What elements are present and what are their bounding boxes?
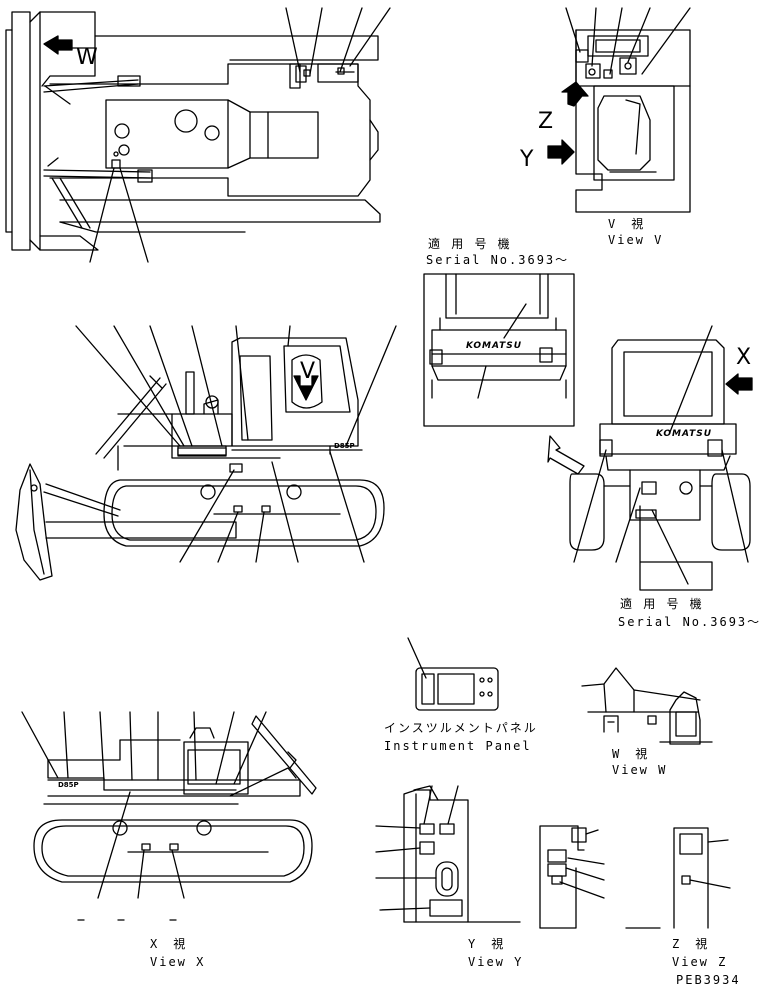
view-x-drawing: D85P X 視 View X [21, 711, 317, 969]
view-w-drawing: W 視 View W [581, 667, 713, 777]
view-v-seat: Z Y V 視 View V [519, 7, 691, 247]
arrow-label-w: W [76, 45, 98, 70]
view-y-label-jp: Y 視 [468, 936, 505, 951]
instrument-panel-label-jp: インスツルメントパネル [384, 721, 538, 735]
view-z-label-jp: Z 視 [672, 936, 709, 951]
rear-view-dozer: KOMATSU X [569, 325, 753, 591]
view-w-label-en: View W [612, 763, 667, 777]
arrow-v [293, 375, 319, 401]
side-view-dozer: V D85P [15, 325, 397, 581]
instrument-panel-drawing [407, 637, 499, 711]
serial-note-jp-2: 適 用 号 機 [620, 596, 704, 611]
view-y-label-en: View Y [468, 955, 523, 969]
view-x-label-en: View X [150, 955, 205, 969]
dozer-sign-side: D85P [334, 442, 355, 450]
view-z-drawing: Z 視 View Z [625, 827, 731, 969]
inset-pointer-arrow [547, 435, 585, 475]
serial-note-en-2: Serial No.3693～ [618, 615, 761, 629]
view-w-label-jp: W 視 [612, 746, 649, 761]
arrow-z [561, 81, 589, 107]
view-y-detail [539, 825, 605, 929]
serial-note-en-1: Serial No.3693～ [426, 253, 569, 267]
instrument-panel-label-en: Instrument Panel [384, 739, 532, 753]
brand-logo-rear: KOMATSU [656, 429, 712, 439]
plan-view-dozer: W [5, 7, 391, 263]
arrow-label-v: V [300, 359, 315, 384]
drawing-code: PEB3934 [676, 973, 741, 985]
arrow-label-z: Z [538, 109, 553, 134]
view-v-label-en: View V [608, 233, 663, 247]
view-x-label-jp: X 視 [150, 936, 187, 951]
arrow-label-y: Y [519, 147, 534, 172]
view-z-label-en: View Z [672, 955, 727, 969]
arrow-w [43, 35, 73, 55]
view-y-drawing: Y 視 View Y [375, 785, 523, 969]
serial-note-jp-1: 適 用 号 機 [428, 236, 512, 251]
arrow-x [725, 373, 753, 395]
dozer-sign-view-x: D85P [58, 781, 79, 789]
inset-rear-view: KOMATSU [423, 273, 575, 427]
arrow-label-x: X [736, 345, 751, 370]
arrow-y [547, 139, 575, 165]
brand-logo-inset: KOMATSU [466, 341, 522, 351]
view-v-label-jp: V 視 [608, 216, 645, 231]
